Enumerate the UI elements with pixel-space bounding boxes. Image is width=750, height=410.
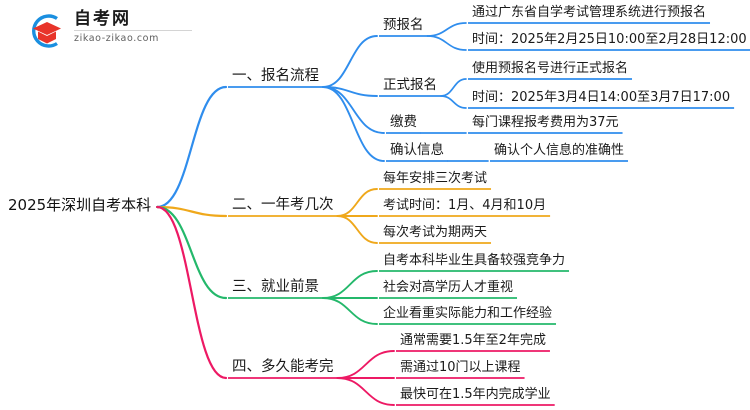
branch-node-4[interactable]: 四、多久能考完	[232, 359, 334, 375]
site-logo: 自考网 zikao-zikao.com	[26, 8, 196, 54]
leaf-node-1-1-2[interactable]: 时间：2025年2月25日10:00至2月28日12:00	[472, 31, 747, 47]
sub-node-1-1[interactable]: 预报名	[383, 16, 424, 33]
graduation-cap-icon	[32, 14, 61, 48]
logo-name-en: zikao-zikao.com	[74, 33, 159, 44]
leaf-node-3-2[interactable]: 社会对高学历人才重视	[383, 279, 514, 295]
branch-node-3[interactable]: 三、就业前景	[232, 279, 319, 295]
logo-text-block: 自考网 zikao-zikao.com	[74, 9, 192, 46]
leaf-node-4-2[interactable]: 需通过10门以上课程	[400, 359, 521, 375]
sub-node-1-4[interactable]: 确认信息	[390, 141, 444, 158]
leaf-node-1-4-1[interactable]: 确认个人信息的准确性	[494, 142, 625, 158]
branch-node-2[interactable]: 二、一年考几次	[232, 197, 334, 213]
leaf-node-2-1[interactable]: 每年安排三次考试	[383, 170, 488, 186]
leaf-node-2-3[interactable]: 每次考试为期两天	[383, 224, 488, 240]
root-topic-node[interactable]: 2025年深圳自考本科	[8, 195, 152, 214]
branch-node-1[interactable]: 一、报名流程	[232, 68, 319, 84]
leaf-node-1-3-1[interactable]: 每门课程报考费用为37元	[472, 114, 619, 130]
leaf-node-1-2-1[interactable]: 使用预报名号进行正式报名	[472, 60, 629, 76]
leaf-node-4-1[interactable]: 通常需要1.5年至2年完成	[400, 332, 546, 348]
leaf-node-2-2[interactable]: 考试时间：1月、4月和10月	[383, 197, 547, 213]
leaf-node-1-2-2[interactable]: 时间：2025年3月4日14:00至3月7日17:00	[472, 89, 731, 105]
logo-name-cn: 自考网	[74, 9, 192, 31]
leaf-node-1-1-1[interactable]: 通过广东省自学考试管理系统进行预报名	[472, 4, 707, 20]
leaf-node-3-1[interactable]: 自考本科毕业生具备较强竞争力	[383, 252, 566, 268]
sub-node-1-2[interactable]: 正式报名	[383, 76, 437, 93]
leaf-node-3-3[interactable]: 企业看重实际能力和工作经验	[383, 305, 553, 321]
leaf-node-4-3[interactable]: 最快可在1.5年内完成学业	[400, 386, 551, 402]
sub-node-1-3[interactable]: 缴费	[390, 113, 417, 130]
